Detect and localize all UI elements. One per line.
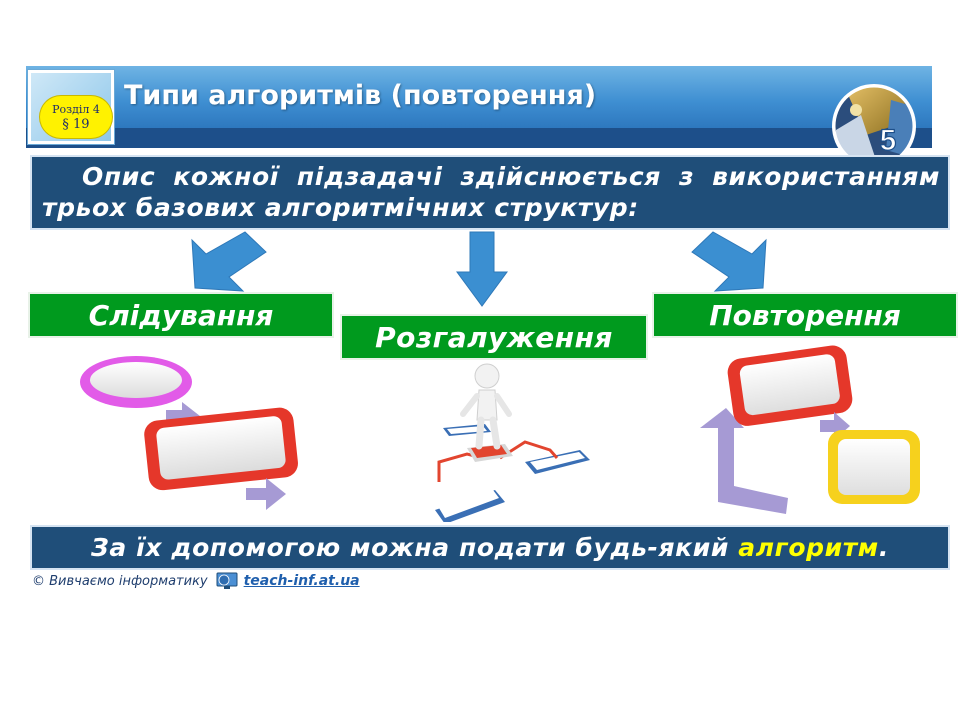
intro-text: Опис кожної підзадачі здійснюється з вик… [42,162,940,222]
arrow-right-icon [691,231,767,292]
arrow-down-icon [456,231,508,307]
footer-copyright: © Вивчаємо інформатику [32,573,208,589]
summary-box: За їх допомогою можна подати будь-який а… [30,525,950,570]
summary-text: За їх допомогою можна подати будь-який [91,533,739,562]
slide-title: Типи алгоритмів (повторення) [124,80,597,111]
sequence-diagram-image [80,356,298,510]
footer: © Вивчаємо інформатику teach-inf.at.ua [32,570,360,592]
summary-period: . [878,533,889,562]
grade-number: 5 [880,124,897,157]
intro-box: Опис кожної підзадачі здійснюється з вик… [30,155,950,230]
footer-link[interactable]: teach-inf.at.ua [243,573,360,589]
repetition-diagram-image [700,345,920,514]
branching-diagram-image [435,363,590,522]
label-sequence: Слідування [28,292,334,338]
section-badge: Розділ 4 § 19 [40,96,112,138]
arrow-left-icon [191,231,267,292]
header-stripe [26,128,932,148]
header-band [26,66,932,130]
label-branching: Розгалуження [340,314,648,360]
section-number: Розділ 4 [52,103,100,116]
grade-logo-icon: 5 [832,84,916,160]
paragraph-number: § 19 [62,117,90,132]
summary-highlight: алгоритм [738,533,879,562]
globe-monitor-icon [216,572,238,589]
label-repetition: Повторення [652,292,958,338]
